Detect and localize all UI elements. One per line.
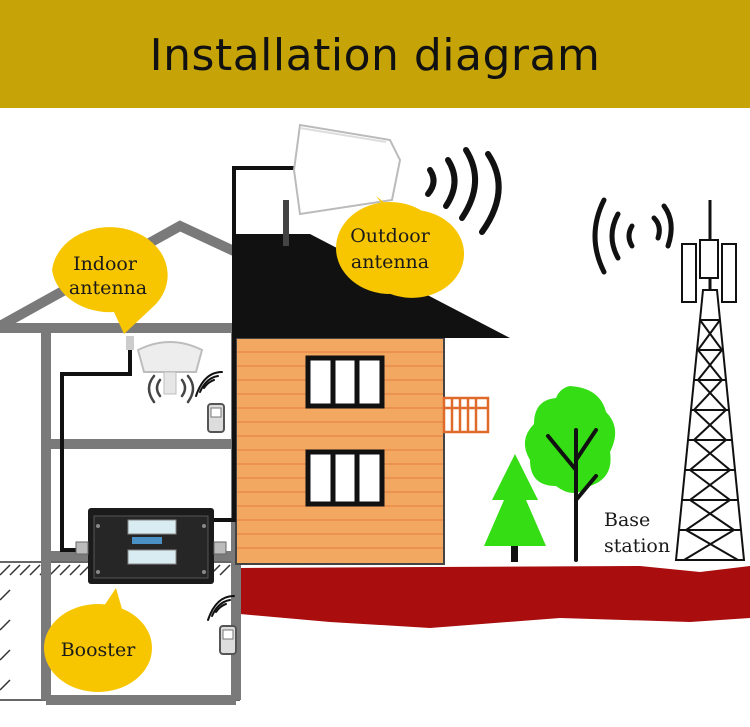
callout-outdoor-antenna: Outdoor antenna — [336, 196, 465, 298]
phone-upper-icon — [195, 371, 225, 433]
indoor-antenna — [126, 336, 204, 404]
brick-building — [235, 337, 490, 565]
window-lower — [305, 449, 385, 507]
balcony — [442, 396, 490, 434]
callout-indoor-antenna-line1: Indoor — [73, 253, 138, 275]
ground — [240, 566, 750, 628]
base-station-label-line1: Base — [604, 509, 650, 531]
diagram-title: Installation diagram — [149, 30, 601, 81]
callout-booster-label: Booster — [61, 639, 136, 661]
cell-tower — [674, 200, 746, 561]
callout-indoor-antenna-line2: antenna — [69, 277, 147, 299]
mast — [283, 200, 289, 246]
pine-tree — [484, 454, 546, 562]
antenna-cable — [60, 166, 294, 552]
callout-outdoor-antenna-line1: Outdoor — [350, 225, 430, 247]
callout-indoor-antenna: Indoor antenna — [52, 227, 168, 334]
title-banner: Installation diagram — [0, 0, 750, 108]
installation-scene: Indoor antenna Outdoor antenna Booster B… — [0, 123, 750, 705]
callout-outdoor-antenna-line2: antenna — [351, 251, 429, 273]
leafy-tree — [524, 386, 616, 562]
base-station-label-line2: station — [604, 535, 670, 557]
window-upper — [305, 355, 385, 409]
tower-signal-icon — [592, 197, 674, 275]
outdoor-signal-icon — [425, 147, 502, 235]
booster-device — [75, 508, 227, 584]
outdoor-antenna — [292, 123, 402, 216]
callout-booster: Booster — [44, 588, 152, 692]
phone-basement-icon — [207, 595, 237, 655]
